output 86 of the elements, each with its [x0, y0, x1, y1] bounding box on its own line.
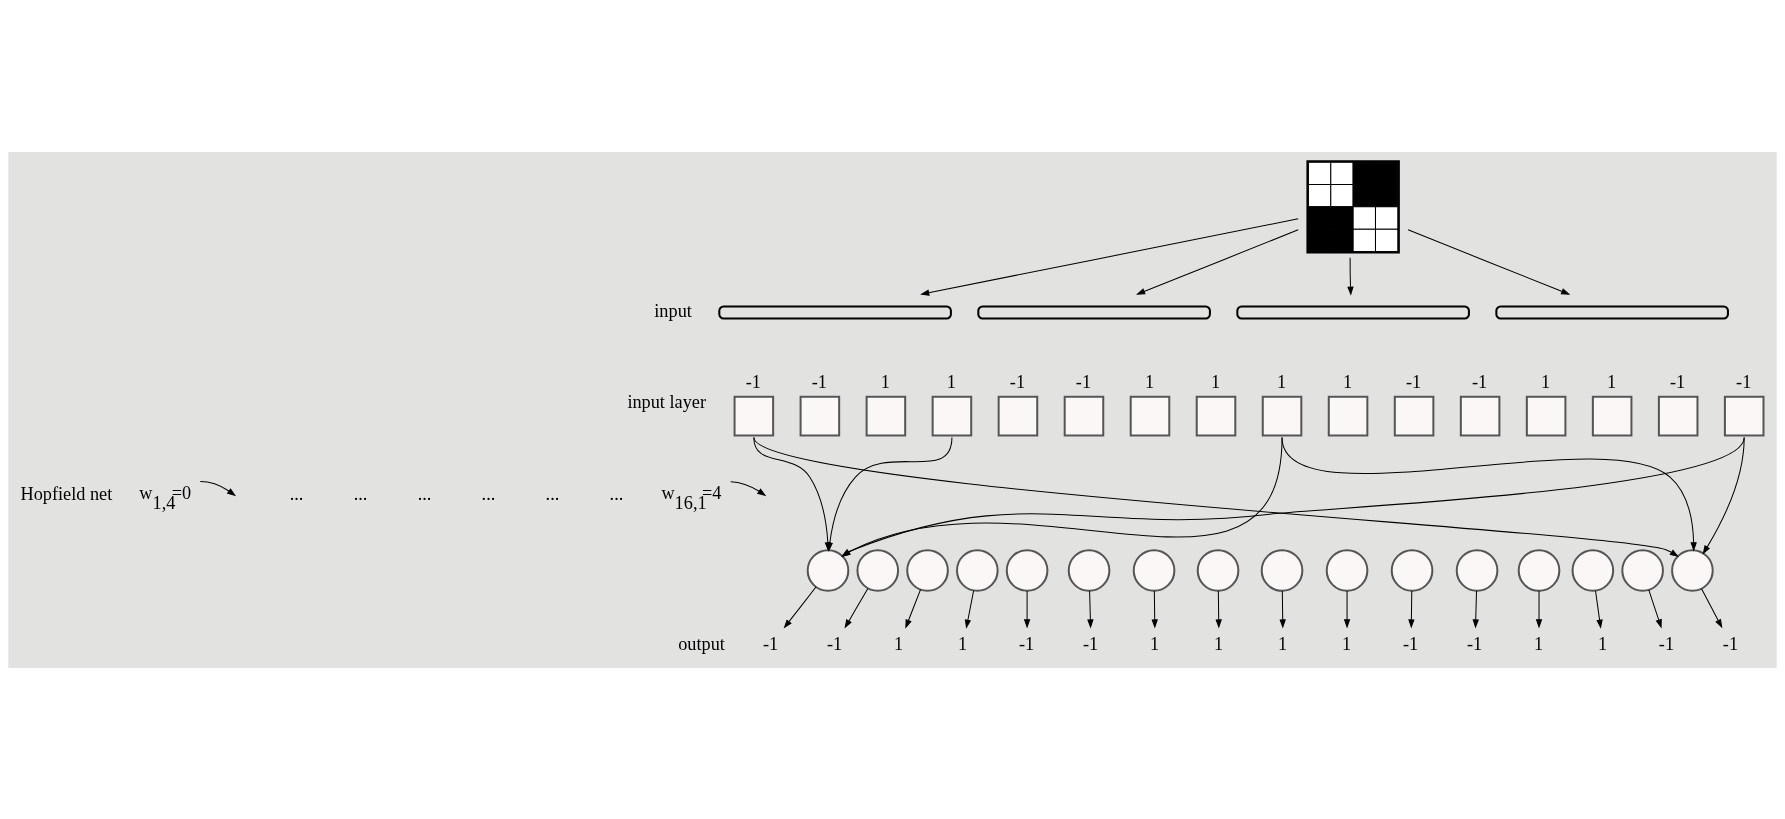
node-label: 1 — [1342, 371, 1353, 392]
node-text: 1 — [958, 633, 968, 654]
arrow — [1535, 590, 1543, 629]
arrow — [753, 436, 1679, 557]
arrow — [1215, 590, 1222, 629]
node-circle — [1325, 548, 1369, 592]
node-label: -1 — [1075, 371, 1092, 392]
node-text: 1 — [1341, 633, 1352, 654]
node-circle — [1067, 548, 1111, 592]
node-text: -1 — [1466, 633, 1483, 654]
node-text: -1 — [1722, 633, 1739, 654]
node-text: 1 — [1213, 633, 1224, 654]
node-circle — [956, 548, 999, 592]
node-label: 1 — [946, 371, 956, 392]
node-brace — [977, 304, 1211, 320]
node-label: -1 — [1009, 371, 1026, 392]
node-brace — [1495, 304, 1729, 320]
node-label: 1 — [1607, 371, 1617, 392]
node-label: 1 — [1276, 371, 1287, 392]
node-label: 1 — [880, 371, 890, 392]
node-label: 1 — [1541, 371, 1551, 392]
arrow — [1408, 590, 1415, 629]
arrow — [1343, 590, 1351, 629]
label: ... — [289, 483, 304, 504]
node-text: -1 — [1658, 633, 1675, 654]
node-label: -1 — [1736, 371, 1752, 392]
node-label: 1 — [1144, 371, 1155, 392]
node-circle — [1517, 548, 1561, 592]
node-brace — [718, 304, 952, 320]
node-circle — [1260, 548, 1304, 592]
label: output — [678, 633, 725, 654]
node-label: -1 — [811, 371, 827, 392]
node-circle — [906, 548, 949, 592]
node-text: -1 — [1082, 633, 1099, 654]
label: ... — [609, 483, 624, 504]
node-circle — [1621, 548, 1664, 592]
node-label: 1 — [1210, 371, 1221, 392]
arrow — [1701, 587, 1723, 628]
node-text: 1 — [1277, 633, 1288, 654]
node-circle — [1390, 548, 1434, 592]
arrow — [964, 589, 975, 629]
label: ... — [417, 483, 432, 504]
node-circle — [1005, 548, 1049, 592]
label: input layer — [627, 391, 707, 412]
node-circle — [1455, 548, 1499, 592]
arrow — [841, 436, 1745, 557]
node-label: -1 — [745, 371, 761, 392]
node-circle — [1132, 548, 1176, 592]
arrow — [1151, 590, 1158, 629]
arrow — [1702, 436, 1745, 554]
node-circle — [1571, 548, 1615, 592]
arrow — [783, 586, 817, 629]
node-text: 1 — [1597, 633, 1608, 654]
node-text: 1 — [1149, 633, 1160, 654]
node-text: 1 — [894, 633, 904, 654]
node-circle — [1196, 548, 1240, 592]
arrow — [199, 480, 237, 496]
node-brace — [1236, 304, 1470, 320]
arrow — [1648, 588, 1662, 628]
label: input — [654, 300, 692, 321]
label: Hopfield net — [20, 483, 113, 504]
node-text: -1 — [762, 633, 779, 654]
node-label: -1 — [1471, 371, 1488, 392]
label: ... — [353, 483, 368, 504]
arrow — [1347, 256, 1354, 296]
arrow — [1407, 228, 1571, 295]
arrow — [844, 587, 869, 629]
label: ... — [481, 483, 496, 504]
node-text: -1 — [1018, 633, 1035, 654]
arrow — [920, 217, 1299, 296]
arrow — [1472, 590, 1479, 629]
arrow — [1595, 589, 1603, 629]
node-label: -1 — [1405, 371, 1422, 392]
arrow — [1087, 590, 1094, 629]
arrow — [1023, 590, 1031, 629]
arrow — [1136, 228, 1299, 295]
node-label: -1 — [1670, 371, 1686, 392]
arrow — [1281, 436, 1697, 551]
node-text: -1 — [1402, 633, 1419, 654]
arrow — [730, 480, 767, 496]
arrow — [905, 588, 921, 629]
node-text: 1 — [1533, 633, 1544, 654]
node-text: -1 — [826, 633, 843, 654]
arrow — [1279, 590, 1286, 629]
node-circle — [856, 548, 900, 592]
label: ... — [545, 483, 560, 504]
